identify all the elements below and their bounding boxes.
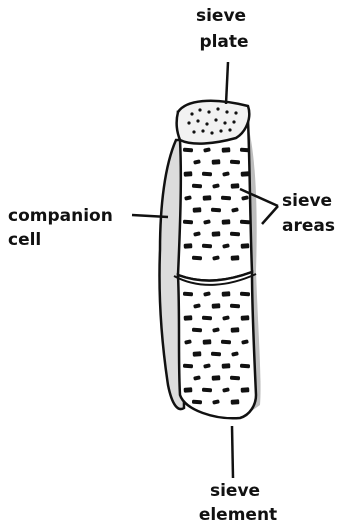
sieve-area-mark	[212, 159, 221, 165]
sieve-area-mark	[221, 196, 231, 201]
sieve-area-mark	[212, 231, 221, 237]
sieve-area-mark	[202, 172, 212, 177]
sieve-area-mark	[192, 328, 202, 333]
sieve-element-label: sieve element	[199, 481, 277, 525]
sieve-area-mark	[211, 208, 221, 213]
sieve-area-mark	[231, 399, 240, 405]
sieve-area-mark	[240, 364, 250, 369]
sieve-element-pointer	[232, 426, 233, 478]
sieve-area-mark	[183, 220, 193, 225]
sieve-area-mark	[222, 291, 231, 297]
sieve-area-mark	[192, 400, 202, 405]
sieve-area-mark	[202, 244, 212, 249]
sieve-area-mark	[241, 315, 250, 321]
sieve-area-mark	[222, 219, 231, 225]
sieve-area-mark	[240, 220, 250, 225]
sieve-area-mark	[231, 327, 240, 333]
sieve-area-mark	[193, 351, 202, 357]
companion-cell-label: companion cell	[8, 206, 119, 250]
sieve-area-mark	[184, 387, 193, 393]
sieve-areas-pointer-2	[262, 206, 278, 224]
sieve-area-mark	[231, 255, 240, 261]
sieve-area-mark	[184, 243, 193, 249]
sieve-area-mark	[241, 387, 250, 393]
sieve-area-mark	[183, 292, 193, 297]
sieve-area-mark	[184, 171, 193, 177]
sieve-area-mark	[192, 256, 202, 261]
sieve-area-mark	[231, 183, 240, 189]
sieve-area-mark	[202, 316, 212, 321]
sieve-area-mark	[183, 364, 193, 369]
sieve-area-mark	[241, 243, 250, 249]
sieve-area-mark	[230, 304, 240, 309]
sieve-area-mark	[184, 315, 193, 321]
sieve-area-mark	[211, 352, 221, 357]
sieve-area-mark	[222, 147, 231, 153]
sieve-area-mark	[192, 184, 202, 189]
sieve-area-mark	[203, 195, 212, 201]
sieve-area-mark	[212, 303, 221, 309]
sieve-plate	[177, 101, 250, 144]
sieve-area-mark	[193, 207, 202, 213]
sieve-area-mark	[240, 292, 250, 297]
sieve-areas-label: sieve areas	[282, 191, 338, 236]
sieve-area-mark	[203, 339, 212, 345]
sieve-area-mark	[230, 232, 240, 237]
sieve-area-mark	[241, 171, 250, 177]
sieve-area-mark	[222, 363, 231, 369]
sieve-area-mark	[183, 148, 193, 153]
sieve-area-mark	[240, 148, 250, 153]
sieve-area-mark	[230, 376, 240, 381]
sieve-plate-pointer	[226, 62, 228, 104]
sieve-area-mark	[212, 375, 221, 381]
sieve-plate-label: sieve plate	[196, 6, 252, 52]
sieve-area-mark	[202, 388, 212, 393]
sieve-area-mark	[230, 160, 240, 165]
sieve-area-mark	[221, 340, 231, 345]
